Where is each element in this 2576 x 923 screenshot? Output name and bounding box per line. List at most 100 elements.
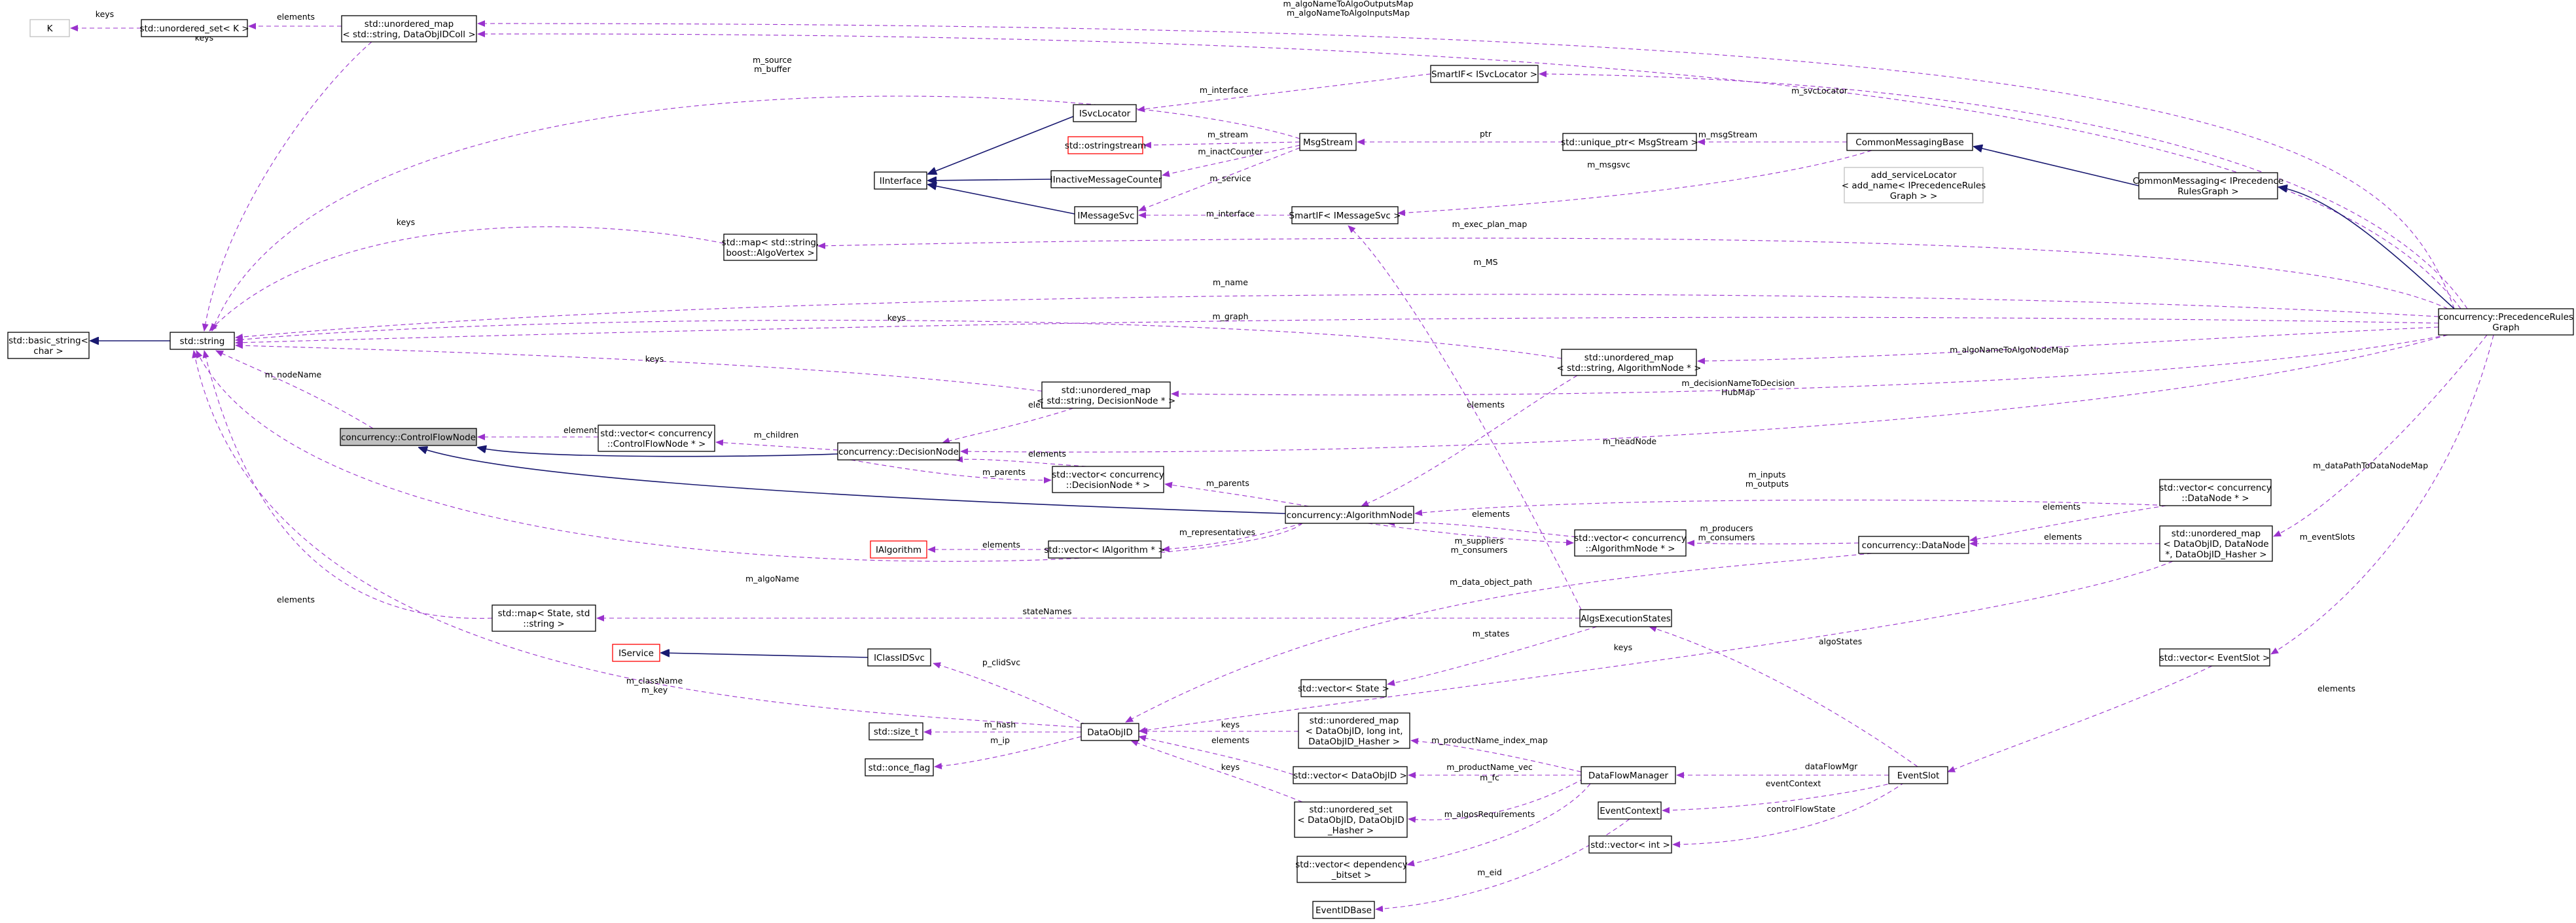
class-node-eventslot[interactable]: EventSlot bbox=[1888, 766, 1948, 784]
class-node-vec-ialg[interactable]: std::vector< IAlgorithm * > bbox=[1044, 540, 1166, 559]
class-node-umap-coll[interactable]: std::unordered_map< std::string, DataObj… bbox=[341, 15, 477, 43]
class-node-vec-state[interactable]: std::vector< State > bbox=[1298, 679, 1389, 697]
class-node-smartf-msg[interactable]: SmartIF< IMessageSvc > bbox=[1289, 206, 1401, 224]
edge-label-line: m_name bbox=[1213, 277, 1248, 287]
edge-label: keys bbox=[1221, 720, 1240, 729]
edge-label-line: m_interface bbox=[1206, 209, 1255, 218]
class-node-vec-datanode[interactable]: std::vector< concurrency::DataNode * > bbox=[2159, 479, 2272, 506]
class-node-box bbox=[1858, 536, 1969, 554]
class-node-box bbox=[1598, 801, 1662, 820]
class-node-eventidbase[interactable]: EventIDBase bbox=[1312, 901, 1375, 919]
class-node-vec-decnode[interactable]: std::vector< concurrency::DecisionNode *… bbox=[1052, 466, 1164, 493]
class-node-umap-datanode[interactable]: std::unordered_map< DataObjID, DataNode … bbox=[2159, 525, 2273, 562]
edge-label-line: m_hash bbox=[984, 720, 1016, 729]
class-node-ialgorithm[interactable]: IAlgorithm bbox=[870, 540, 927, 559]
class-node-umap-algonode[interactable]: std::unordered_map< std::string, Algorit… bbox=[1557, 349, 1702, 376]
class-node-once-flag[interactable]: std::once_flag bbox=[865, 758, 934, 776]
edge-label: eventContext bbox=[1766, 778, 1821, 788]
class-node-vec-int[interactable]: std::vector< int > bbox=[1588, 835, 1672, 854]
class-node-umap-long[interactable]: std::unordered_map< DataObjID, long int,… bbox=[1298, 712, 1410, 749]
edge-label: elements bbox=[2044, 532, 2082, 542]
class-node-smartf-loc[interactable]: SmartIF< ISvcLocator > bbox=[1430, 65, 1539, 83]
class-node-datanode[interactable]: concurrency::DataNode bbox=[1858, 536, 1969, 554]
edge-label: m_data_object_path bbox=[1450, 577, 1532, 587]
class-node-dataobjid[interactable]: DataObjID bbox=[1081, 723, 1139, 741]
class-node-basic-string[interactable]: std::basic_string<char > bbox=[7, 332, 90, 359]
edge-label: m_children bbox=[754, 430, 799, 440]
class-node-algonode[interactable]: concurrency::AlgorithmNode bbox=[1285, 506, 1414, 524]
usage-edge bbox=[477, 20, 2455, 309]
class-node-K[interactable]: K bbox=[29, 19, 70, 37]
class-node-label: std::vector< State > bbox=[1298, 684, 1389, 694]
class-node-iclid[interactable]: IClassIDSvc bbox=[867, 648, 931, 667]
class-node-vec-algonode[interactable]: std::vector< concurrency::AlgorithmNode … bbox=[1574, 529, 1687, 557]
class-node-label: < add_name< IPrecedenceRules bbox=[1842, 181, 1986, 191]
class-node-dfm[interactable]: DataFlowManager bbox=[1581, 766, 1676, 784]
class-node-algoexec[interactable]: AlgsExecutionStates bbox=[1579, 609, 1672, 627]
class-node-uset-dataobjid[interactable]: std::unordered_set< DataObjID, DataObjID… bbox=[1294, 801, 1408, 838]
class-node-map-state[interactable]: std::map< State, std::string > bbox=[492, 604, 596, 632]
usage-edge bbox=[235, 294, 2439, 340]
class-node-vec-cfn[interactable]: std::vector< concurrency::ControlFlowNod… bbox=[598, 425, 715, 452]
usage-edge bbox=[960, 334, 2448, 455]
class-node-box bbox=[1430, 65, 1539, 83]
class-node-svclocator[interactable]: ISvcLocator bbox=[1073, 104, 1137, 122]
edge-label-line: m_parents bbox=[982, 467, 1026, 477]
class-node-imsgsvc[interactable]: IMessageSvc bbox=[1074, 206, 1138, 224]
class-node-label: DataFlowManager bbox=[1588, 771, 1669, 781]
edge-label-line: m_algoNameToAlgoOutputsMap bbox=[1283, 0, 1413, 9]
edge-label: elements bbox=[277, 12, 315, 22]
class-node-map-vertex[interactable]: std::map< std::string, boost::AlgoVertex… bbox=[722, 234, 819, 261]
class-node-box bbox=[865, 758, 934, 776]
class-node-inactive[interactable]: IInactiveMessageCounter bbox=[1050, 170, 1162, 188]
class-node-label: AlgsExecutionStates bbox=[1581, 614, 1671, 624]
class-node-label: std::string bbox=[180, 336, 225, 347]
class-node-label: std::vector< IAlgorithm * > bbox=[1044, 545, 1165, 555]
class-node-decnode[interactable]: concurrency::DecisionNode bbox=[837, 442, 960, 461]
edge-label-line: elements bbox=[2043, 502, 2081, 512]
class-node-label: IInterface bbox=[880, 176, 921, 186]
edge-label-line: keys bbox=[397, 217, 415, 227]
class-node-eventcontext[interactable]: EventContext bbox=[1598, 801, 1662, 820]
edge-label-line: m_MS bbox=[1473, 257, 1497, 267]
class-node-label: IService bbox=[618, 648, 654, 659]
class-node-label: concurrency::DecisionNode bbox=[838, 447, 959, 457]
edge-label-line: keys bbox=[1614, 642, 1632, 652]
class-node-box bbox=[141, 19, 248, 37]
edge-label-line: elements bbox=[1467, 400, 1505, 409]
edge-label-line: controlFlowState bbox=[1767, 804, 1836, 814]
class-node-cmb[interactable]: CommonMessagingBase bbox=[1846, 133, 1973, 151]
class-node-uptr[interactable]: std::unique_ptr< MsgStream > bbox=[1561, 133, 1698, 151]
inheritance-edge bbox=[928, 184, 1075, 215]
class-node-box bbox=[1050, 170, 1162, 188]
edge-label: m_parents bbox=[982, 467, 1026, 477]
class-node-vec-bitset[interactable]: std::vector< dependency_bitset > bbox=[1295, 856, 1408, 883]
class-node-label: std::unordered_map bbox=[1584, 353, 1673, 363]
class-node-vec-dataobjid[interactable]: std::vector< DataObjID > bbox=[1293, 766, 1408, 784]
class-node-box bbox=[598, 425, 715, 452]
class-node-uset-K[interactable]: std::unordered_set< K > bbox=[139, 19, 249, 37]
class-node-msgstream[interactable]: MsgStream bbox=[1299, 133, 1357, 151]
class-node-ostringstream[interactable]: std::ostringstream bbox=[1065, 136, 1146, 154]
class-node-string[interactable]: std::string bbox=[170, 332, 235, 350]
class-node-box bbox=[1293, 766, 1408, 784]
edge-label: m_eid bbox=[1477, 867, 1502, 877]
class-node-iservice[interactable]: IService bbox=[612, 644, 660, 662]
class-node-addsvc[interactable]: add_serviceLocator< add_name< IPrecedenc… bbox=[1842, 167, 1986, 203]
usage-edge bbox=[235, 342, 1043, 392]
class-node-box bbox=[1574, 529, 1687, 557]
usage-edge bbox=[235, 317, 2439, 346]
class-node-size-t[interactable]: std::size_t bbox=[868, 722, 923, 740]
class-node-label: < DataObjID, DataNode bbox=[2163, 539, 2268, 549]
edge-label-line: m_algoName bbox=[745, 574, 799, 583]
class-node-vec-eventslot[interactable]: std::vector< EventSlot > bbox=[2159, 648, 2270, 667]
edge-label: elements bbox=[1467, 400, 1505, 409]
class-node-interface[interactable]: IInterface bbox=[874, 171, 927, 190]
usage-edge bbox=[1138, 735, 1294, 775]
usage-edge bbox=[1662, 782, 1896, 814]
edge-label-line: m_exec_plan_map bbox=[1452, 219, 1528, 229]
class-node-umap-decnode[interactable]: std::unordered_map< std::string, Decisio… bbox=[1037, 381, 1175, 409]
